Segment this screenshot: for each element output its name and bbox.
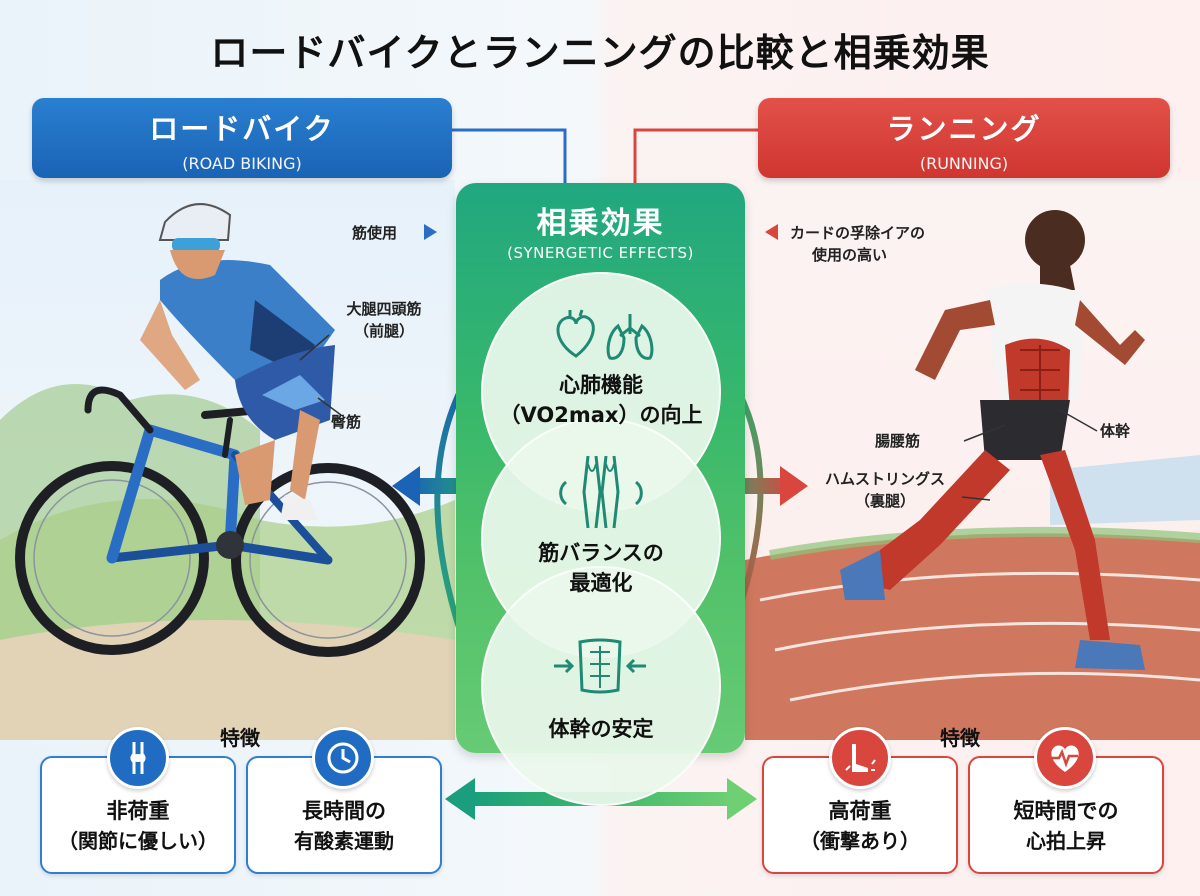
quadriceps-label: 大腿四頭筋 <box>346 300 422 318</box>
synergy-item-balance-line1: 筋バランスの <box>538 541 664 565</box>
connector-lines <box>299 128 1098 501</box>
running-feature-2-line2: 心拍上昇 <box>1026 829 1106 853</box>
bike-feature-1-line1: 非荷重 <box>106 799 170 823</box>
bike-feature-2-line1: 長時間の <box>302 799 386 823</box>
pointer-right-icon <box>424 224 437 240</box>
running-feature-1-line2: （衝撃あり） <box>800 829 920 853</box>
running-feature-1-line1: 高荷重 <box>828 799 892 823</box>
pointer-left-icon <box>765 224 778 240</box>
running-feature-2-line1: 短時間での <box>1013 799 1119 823</box>
synergy-subtitle: (SYNERGETIC EFFECTS) <box>507 244 694 262</box>
synergy-item-balance-line2: 最適化 <box>569 571 633 595</box>
knee-joint-icon <box>107 727 169 789</box>
heart-lungs-icon <box>556 309 654 360</box>
bike-feature-1-line2: （関節に優しい） <box>58 829 218 853</box>
running-title: ランニング <box>886 112 1042 146</box>
bike-features-title: 特徴 <box>220 726 260 750</box>
synergy-item-cardio-line2: （VO2max）の向上 <box>499 403 703 427</box>
hamstrings-sublabel: （裏腿） <box>854 492 915 510</box>
core-label: 体幹 <box>1100 422 1131 440</box>
road-bike-subtitle: (ROAD BIKING) <box>182 154 302 173</box>
quadriceps-sublabel: （前腿） <box>353 322 414 340</box>
running-track <box>745 533 1200 740</box>
running-note-line1: カードの孚除イアの <box>790 224 926 242</box>
stadium-stands <box>1050 455 1200 525</box>
clock-icon <box>312 727 374 789</box>
running-note-line2: 使用の高い <box>812 246 888 264</box>
bike-feature-2-line2: 有酸素運動 <box>294 829 394 853</box>
glute-label: 臀筋 <box>331 413 362 431</box>
synergy-title: 相乗効果 <box>536 206 665 241</box>
impact-foot-icon <box>829 727 891 789</box>
page-title: ロードバイクとランニングの比較と相乗効果 <box>210 31 990 75</box>
leg-muscles-icon <box>559 455 643 529</box>
running-header: ランニング (RUNNING) <box>758 98 1170 178</box>
heart-rate-icon <box>1034 727 1096 789</box>
core-abs-icon <box>554 638 646 694</box>
cyclist-illustration <box>140 203 335 520</box>
runner-illustration <box>840 210 1145 670</box>
road-bike-title: ロードバイク <box>149 112 335 146</box>
synergy-item-cardio-line1: 心肺機能 <box>559 373 643 397</box>
psoas-label: 腸腰筋 <box>875 432 921 450</box>
muscle-use-label: 筋使用 <box>352 224 398 242</box>
running-features-title: 特徴 <box>940 726 980 750</box>
hamstrings-label: ハムストリングス <box>824 470 945 488</box>
synergy-item-core-line1: 体幹の安定 <box>548 717 654 741</box>
running-subtitle: (RUNNING) <box>919 154 1009 173</box>
road-bike-header: ロードバイク (ROAD BIKING) <box>32 98 452 178</box>
